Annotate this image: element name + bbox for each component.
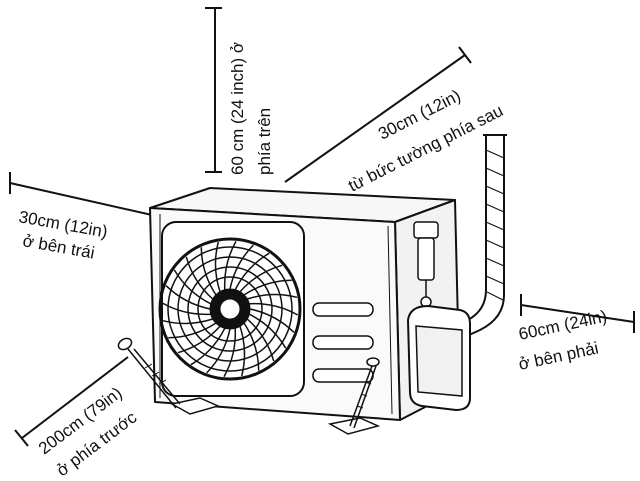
left-clearance-dimension [9,172,153,216]
fan-spoke [248,313,287,349]
top-clearance-dimension [205,7,222,173]
fan-spoke [190,327,226,366]
fan-spoke [239,264,283,293]
fan-grille-spokes [161,240,299,378]
fan-spoke [239,326,246,377]
fan-spoke [247,293,298,300]
fan-spoke [243,279,292,296]
service-valves [413,221,439,308]
fan-spoke [223,328,237,378]
fan-spoke [177,325,221,354]
top-clearance-label-2: phía trên [255,108,274,175]
front-clearance-dimension [14,356,129,447]
fan-hub [219,298,241,320]
fan-spoke [162,318,213,325]
fan-spoke [249,308,295,333]
fan-spoke [173,269,212,305]
fan-spoke [214,241,221,292]
fan-spoke [185,256,214,300]
fan-spoke [234,252,270,291]
top-clearance-label-1: 60 cm (24 inch) ở [228,42,247,175]
fan-spoke [249,302,299,316]
fan-spoke [243,322,260,371]
right-clearance-dimension [520,294,635,333]
fan-spoke [168,322,217,339]
rear-clearance-dimension [284,46,472,183]
front-vents [312,302,374,383]
fan-spoke [200,247,217,296]
right-mounting-bolt [349,357,380,429]
terminal-cover [406,304,471,412]
fan-spoke [223,240,237,290]
fan-spoke [206,328,231,374]
fan-spoke [161,302,211,316]
fan-spoke [165,285,211,310]
left-mounting-bolt [117,337,181,409]
fan-grille [158,221,305,397]
fan-spoke [246,318,275,362]
right-clearance-label-2: ở bên phải [517,338,600,373]
fan-spoke [229,244,254,290]
